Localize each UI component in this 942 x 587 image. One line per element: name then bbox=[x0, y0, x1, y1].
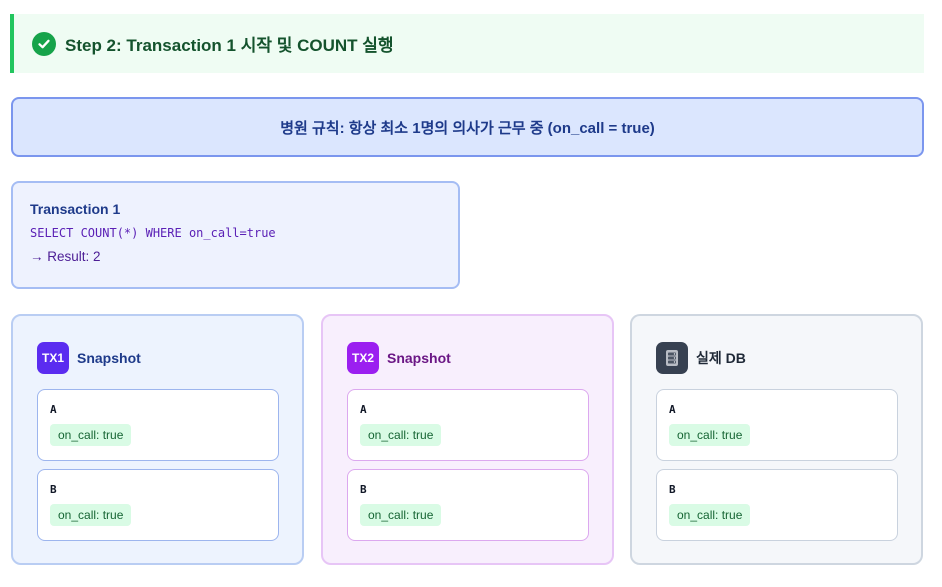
status-badge: on_call: true bbox=[669, 504, 751, 526]
panel-label: Snapshot bbox=[387, 350, 451, 366]
status-badge: on_call: true bbox=[50, 424, 132, 446]
row-name: A bbox=[50, 403, 57, 416]
row-card: B on_call: true bbox=[37, 469, 279, 541]
panel-header: 실제 DB bbox=[656, 342, 921, 374]
tx1-snapshot-panel: TX1 Snapshot A on_call: true B on_call: … bbox=[11, 314, 304, 565]
transaction-title: Transaction 1 bbox=[30, 201, 121, 217]
status-badge: on_call: true bbox=[50, 504, 132, 526]
row-name: A bbox=[669, 403, 676, 416]
row-card: B on_call: true bbox=[347, 469, 589, 541]
status-badge: on_call: true bbox=[669, 424, 751, 446]
row-name: A bbox=[360, 403, 367, 416]
row-name: B bbox=[669, 483, 676, 496]
panel-header: TX1 Snapshot bbox=[37, 342, 302, 374]
row-card: B on_call: true bbox=[656, 469, 898, 541]
panel-header: TX2 Snapshot bbox=[347, 342, 612, 374]
rule-box: 병원 규칙: 항상 최소 1명의 의사가 근무 중 (on_call = tru… bbox=[11, 97, 924, 157]
transaction-box: Transaction 1 SELECT COUNT(*) WHERE on_c… bbox=[11, 181, 460, 289]
rule-text: 병원 규칙: 항상 최소 1명의 의사가 근무 중 (on_call = tru… bbox=[280, 119, 655, 137]
check-circle-icon bbox=[32, 31, 56, 56]
row-name: B bbox=[50, 483, 57, 496]
tx2-snapshot-panel: TX2 Snapshot A on_call: true B on_call: … bbox=[321, 314, 614, 565]
row-name: B bbox=[360, 483, 367, 496]
real-db-panel: 실제 DB A on_call: true B on_call: true bbox=[630, 314, 923, 565]
transaction-query: SELECT COUNT(*) WHERE on_call=true bbox=[30, 226, 276, 240]
status-badge: on_call: true bbox=[360, 504, 442, 526]
tx1-badge: TX1 bbox=[37, 342, 69, 374]
step-banner: Step 2: Transaction 1 시작 및 COUNT 실행 bbox=[10, 14, 924, 73]
row-card: A on_call: true bbox=[347, 389, 589, 461]
transaction-result: → Result: 2 bbox=[30, 249, 101, 264]
database-icon bbox=[656, 342, 688, 374]
tx2-badge: TX2 bbox=[347, 342, 379, 374]
step-title: Step 2: Transaction 1 시작 및 COUNT 실행 bbox=[65, 36, 394, 55]
row-card: A on_call: true bbox=[656, 389, 898, 461]
row-card: A on_call: true bbox=[37, 389, 279, 461]
panel-label: Snapshot bbox=[77, 350, 141, 366]
panel-label: 실제 DB bbox=[696, 350, 746, 366]
status-badge: on_call: true bbox=[360, 424, 442, 446]
